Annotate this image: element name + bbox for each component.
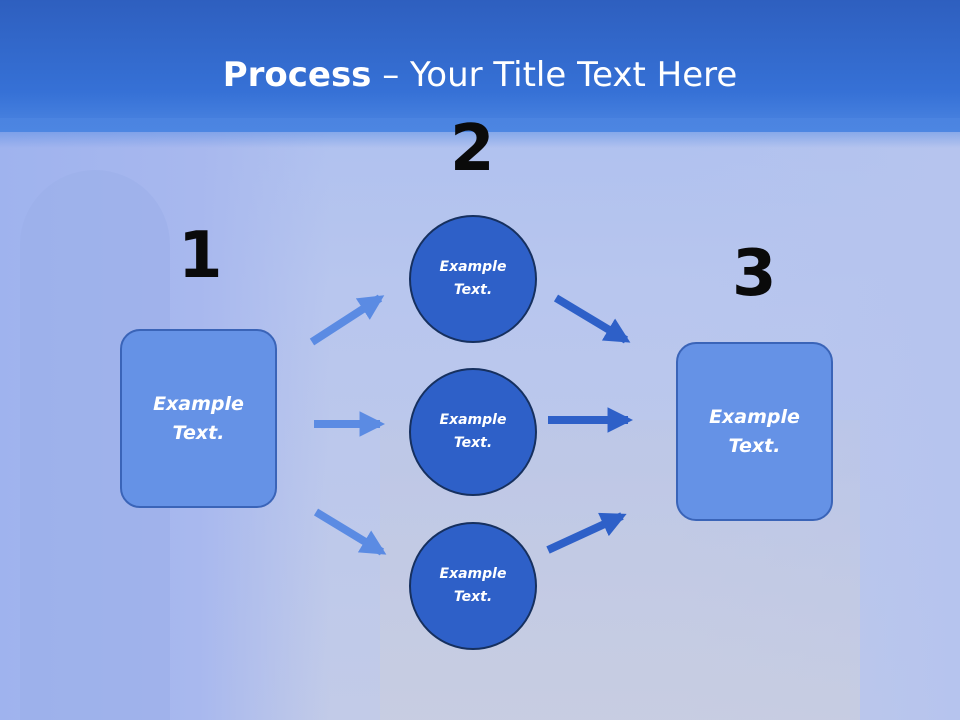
- arrow-box1-to-top: [309, 294, 385, 346]
- title-bold: Process: [222, 55, 372, 95]
- step-number-1: 1: [178, 219, 223, 293]
- step-2-circle-middle: Example Text.: [409, 368, 537, 496]
- arrow-bottom-to-box3: [546, 512, 627, 554]
- step-3-box: Example Text.: [676, 342, 833, 521]
- circle-top-text: Example Text.: [439, 259, 507, 298]
- step-number-3: 3: [732, 237, 777, 311]
- step-2-circle-top: Example Text.: [409, 215, 537, 343]
- circle-bottom-text: Example Text.: [439, 566, 507, 605]
- slide-title: Process – Your Title Text Here: [0, 54, 960, 96]
- step-number-2: 2: [450, 112, 495, 186]
- arrow-box1-to-bottom: [313, 508, 387, 556]
- step-3-text: Example Text.: [709, 405, 800, 457]
- step-1-box: Example Text.: [120, 329, 277, 508]
- title-rest: – Your Title Text Here: [371, 55, 738, 95]
- step-2-circle-bottom: Example Text.: [409, 522, 537, 650]
- circle-middle-text: Example Text.: [439, 412, 507, 451]
- arrow-top-to-box3: [553, 294, 631, 344]
- title-bar-fade: [0, 118, 960, 148]
- title-bar: [0, 0, 960, 132]
- step-1-text: Example Text.: [153, 392, 244, 444]
